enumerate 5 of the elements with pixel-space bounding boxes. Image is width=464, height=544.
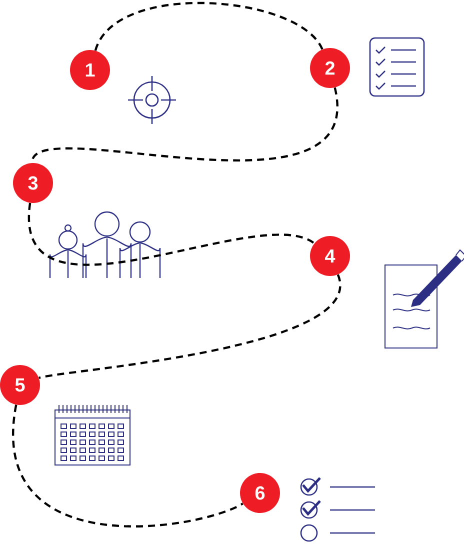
dashed-path (28, 202, 315, 266)
dashed-path (38, 274, 340, 379)
dashed-path (94, 2, 324, 52)
dashed-path (31, 88, 338, 164)
dashed-path (12, 404, 244, 528)
